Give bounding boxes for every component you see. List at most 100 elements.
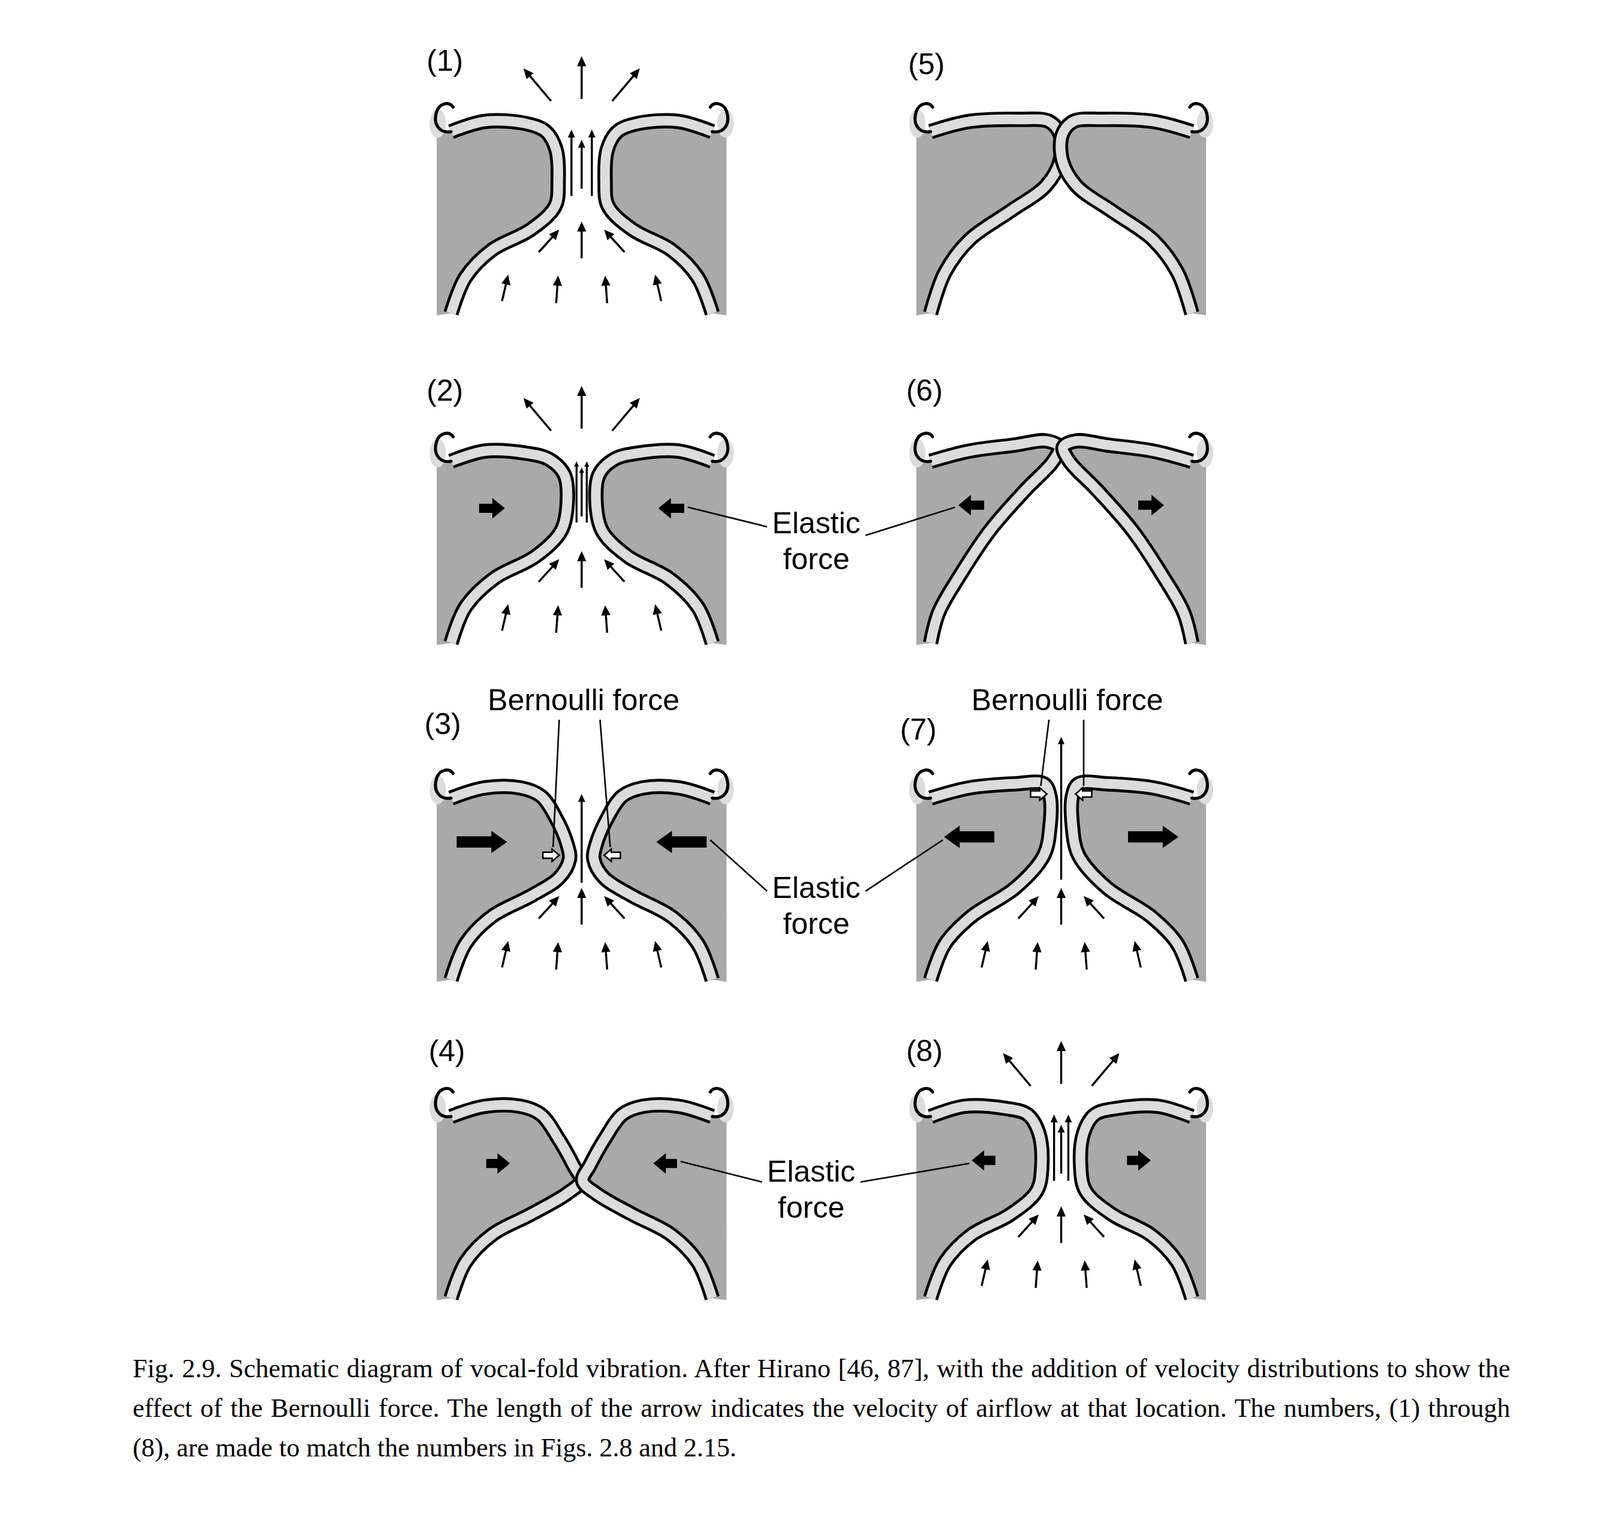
airflow-arrow-shaft <box>580 65 583 99</box>
airflow-arrow-shaft <box>585 465 588 523</box>
mucosa-outline <box>930 782 1052 980</box>
airflow-arrow-shaft <box>501 283 507 301</box>
elastic-force-arrow <box>958 495 984 515</box>
mucosa-outline <box>1060 119 1192 314</box>
airflow-arrow-shaft <box>981 949 986 967</box>
elastic-force-arrow <box>486 1153 510 1173</box>
elastic-force-arrow <box>945 826 995 847</box>
airflow-arrow-head <box>1083 895 1094 907</box>
airflow-arrow-shaft <box>1060 1214 1063 1243</box>
mucosa-cover <box>450 1104 581 1298</box>
airflow-arrow-head <box>1003 1053 1014 1064</box>
airflow-arrow-shaft <box>555 950 558 970</box>
vibration-phase-panel <box>909 1040 1214 1300</box>
right-vocal-fold <box>593 770 735 982</box>
right-vocal-fold <box>1080 1088 1214 1301</box>
mucosa-outline <box>930 1105 1043 1298</box>
panel-number: (2) <box>426 372 463 409</box>
mucosa-outline <box>930 119 1063 314</box>
airflow-arrow-shaft <box>1085 950 1087 970</box>
airflow-arrow-shaft <box>612 75 634 102</box>
left-vocal-fold <box>429 103 559 316</box>
leader-line <box>687 507 768 528</box>
airflow-arrow-shaft <box>501 612 507 631</box>
vocal-fold-muscle <box>1080 1105 1207 1300</box>
airflow-arrow-head <box>588 129 596 138</box>
airflow-arrow-shaft <box>1089 1220 1105 1237</box>
airflow-arrow-shaft <box>538 902 553 919</box>
airflow-arrow-head <box>552 275 562 286</box>
airflow-arrows <box>501 56 662 304</box>
vibration-phase-panel <box>909 103 1214 316</box>
vocal-fold-muscle <box>436 120 559 315</box>
airflow-arrow-head <box>653 603 663 615</box>
bernoulli-force-arrow <box>1030 787 1048 800</box>
airflow-arrow-shaft <box>605 614 607 633</box>
mucosa-cover <box>1060 119 1192 314</box>
mucosa-outline <box>450 786 570 980</box>
figure-caption: Fig. 2.9. Schematic diagram of vocal-fol… <box>132 1348 1511 1468</box>
airflow-arrow-head <box>629 398 640 409</box>
airflow-arrow-shaft <box>610 566 625 582</box>
airflow-arrow-shaft <box>580 800 583 883</box>
right-vocal-fold <box>595 432 734 645</box>
mucosa-outline <box>593 786 713 980</box>
airflow-arrow-head <box>981 1259 991 1271</box>
mucosa-cover <box>450 786 570 980</box>
vocal-fold-muscle <box>916 782 1052 982</box>
ventricle-curl <box>710 1088 728 1117</box>
mucosa-outline <box>605 120 713 314</box>
airflow-arrow-head <box>1050 1114 1058 1123</box>
airflow-arrow-shaft <box>1085 1268 1087 1288</box>
airflow-arrow-head <box>501 940 511 952</box>
panel-number: (7) <box>900 711 937 748</box>
right-vocal-fold <box>1071 770 1214 982</box>
airflow-arrows <box>981 736 1142 970</box>
airflow-arrow-shaft <box>1035 1268 1037 1288</box>
airflow-arrow-shaft <box>580 560 583 588</box>
vocal-fold-muscle <box>436 450 568 645</box>
panel-number: (1) <box>426 42 463 79</box>
airflow-arrow-head <box>576 56 586 67</box>
panel-number: (8) <box>906 1032 943 1069</box>
airflow-arrow-shaft <box>1092 1059 1114 1086</box>
airflow-arrow-head <box>629 68 640 80</box>
mucosa-cover <box>593 786 713 980</box>
airflow-arrow-head <box>601 605 611 616</box>
elastic-force-arrow <box>1127 1150 1150 1170</box>
mucosa-cover <box>1071 782 1192 980</box>
airflow-arrow-shaft <box>657 283 662 301</box>
airflow-arrows <box>501 794 662 970</box>
mucosa-cover <box>930 440 1060 643</box>
airflow-arrow-head <box>576 887 586 898</box>
airflow-arrow-shaft <box>981 1267 986 1286</box>
airflow-arrow-head <box>501 603 511 615</box>
elastic-force-arrow <box>1128 826 1178 847</box>
airflow-arrow-shaft <box>1060 896 1063 925</box>
vibration-phase-panel <box>909 432 1214 645</box>
force-label: Elastic force <box>767 1153 856 1226</box>
ventricle-curl <box>915 770 933 799</box>
airflow-arrow-head <box>1057 736 1065 744</box>
airflow-arrow-shaft <box>1060 743 1063 880</box>
airflow-arrow-head <box>603 895 615 907</box>
airflow-arrow-head <box>1109 1053 1120 1064</box>
leader-line <box>865 507 955 536</box>
airflow-arrow-head <box>1057 1124 1066 1133</box>
vibration-phase-panel <box>909 736 1214 982</box>
vocal-fold-muscle <box>593 786 727 982</box>
airflow-arrow-shaft <box>1060 1050 1063 1084</box>
airflow-arrow-shaft <box>529 75 552 102</box>
airflow-arrow-head <box>576 385 586 396</box>
vocal-fold-muscle <box>436 786 570 982</box>
force-label: Bernoulli force <box>487 681 680 718</box>
vocal-fold-muscle <box>436 1104 581 1301</box>
ventricle-curl <box>710 103 728 132</box>
mucosa-outline <box>595 450 712 643</box>
ventricle-curl <box>915 1088 933 1117</box>
mucosa-cover <box>582 1104 712 1298</box>
vocal-fold-muscle <box>1071 782 1206 982</box>
airflow-arrow-head <box>567 129 576 138</box>
elastic-force-arrow <box>659 498 684 518</box>
airflow-arrow-head <box>981 940 991 952</box>
